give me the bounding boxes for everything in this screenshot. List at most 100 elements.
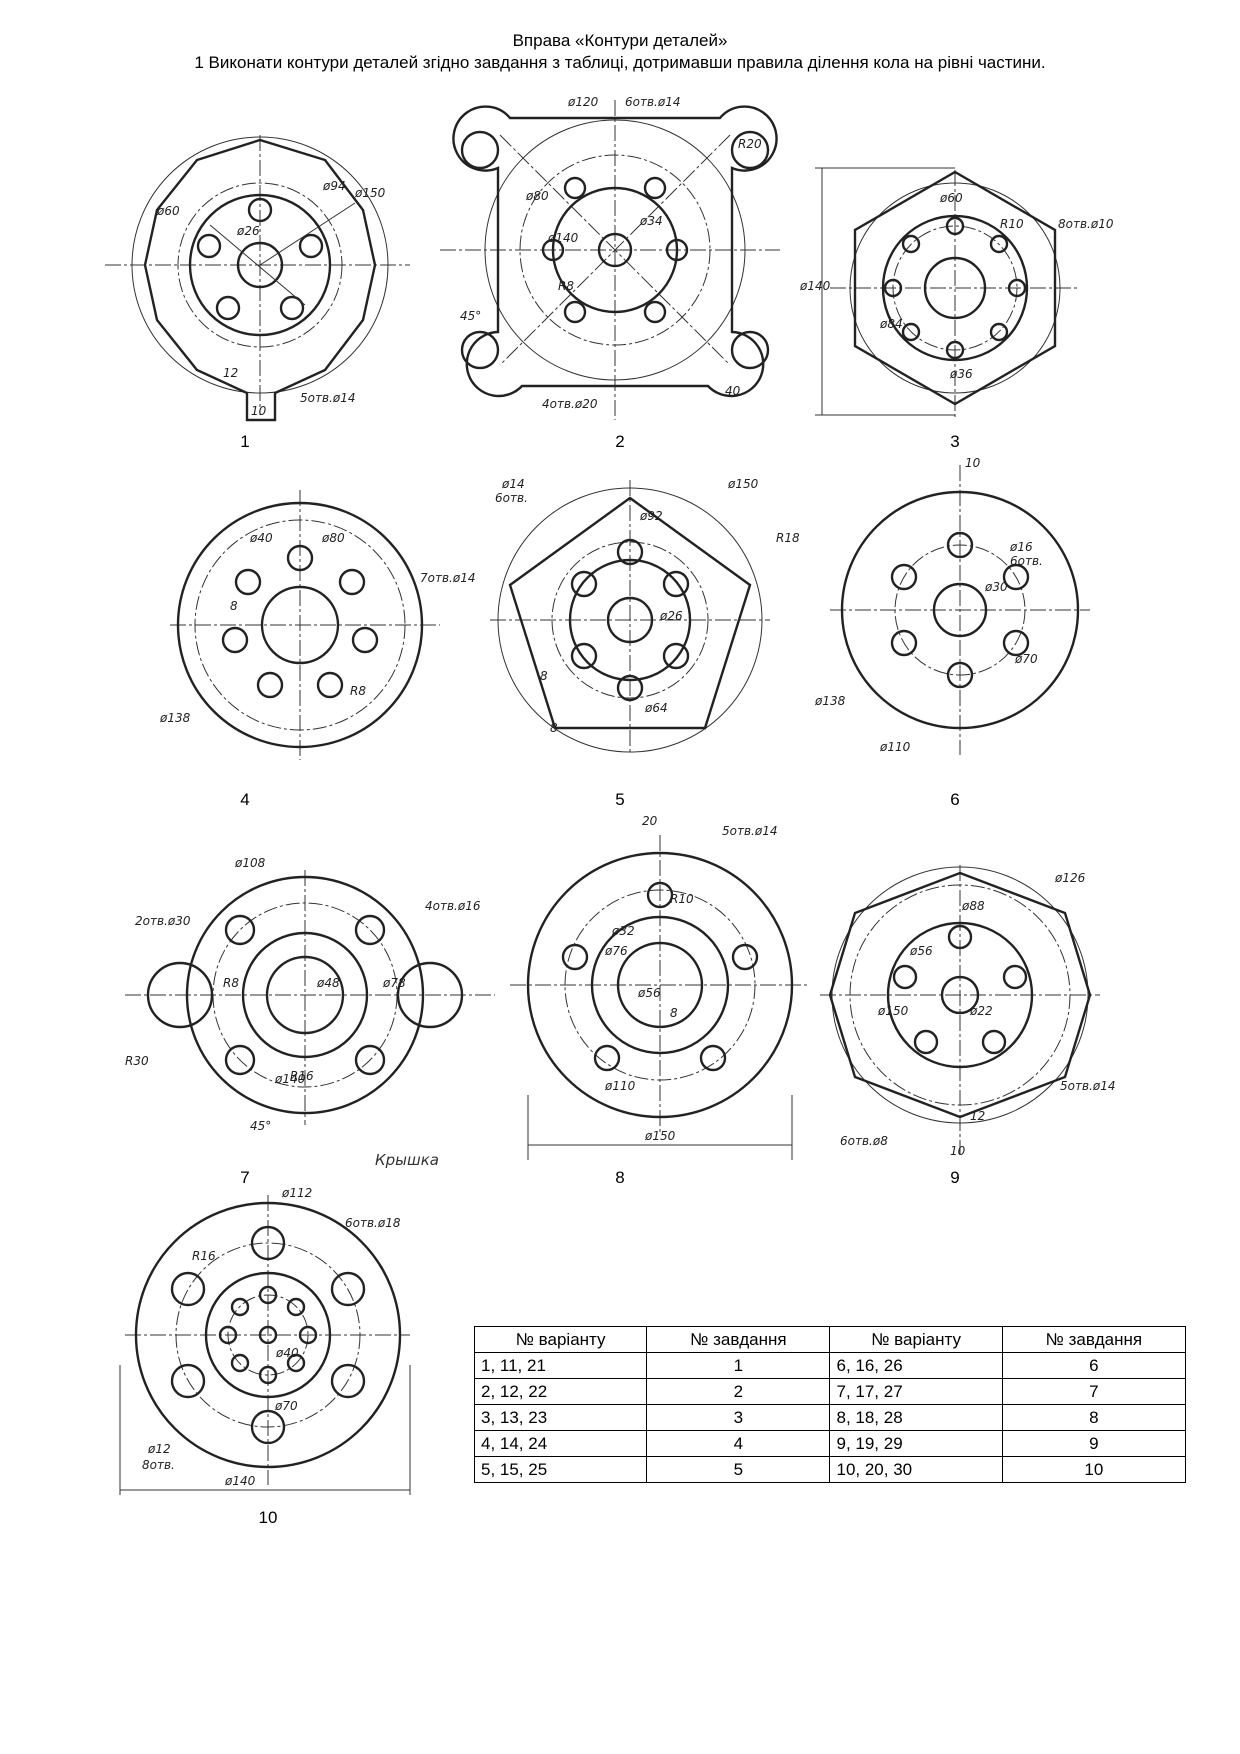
dim-label: ø12 — [147, 1442, 171, 1456]
figure-number: 7 — [240, 1168, 250, 1187]
page-title: Вправа «Контури деталей» — [512, 31, 728, 50]
dim-label: 20 — [642, 815, 658, 828]
dim-label: R10 — [1000, 217, 1024, 231]
dim-label: ø108 — [234, 856, 266, 870]
dim-label: ø56 — [637, 986, 661, 1000]
dim-label: ø88 — [961, 899, 985, 913]
table-cell: 5 — [646, 1456, 831, 1483]
dim-label: R30 — [125, 1054, 149, 1068]
table-cell: 7 — [1001, 1378, 1187, 1405]
dim-label: R20 — [738, 137, 762, 151]
drawing-7: ø108 2отв.ø30 4отв.ø16 R8 ø48 ø78 R30 ø1… — [125, 855, 495, 1175]
dim-label: 8 — [230, 599, 238, 613]
dim-label: 6отв. — [1010, 554, 1043, 568]
table-cell: 10 — [1001, 1456, 1187, 1483]
figure-number: 6 — [950, 790, 960, 809]
dim-label: 8отв. — [142, 1458, 175, 1472]
dim-label: ø26 — [236, 224, 260, 238]
dim-label: ø60 — [156, 204, 180, 218]
dim-label: ø140 — [547, 231, 579, 245]
drawing-1: ø94 ø150 ø60 ø26 12 10 5отв.ø14 — [105, 115, 425, 435]
dim-label: ø138 — [814, 694, 846, 708]
table-row: 1, 11, 21 1 6, 16, 26 6 — [473, 1352, 1187, 1379]
dim-label: ø150 — [354, 186, 386, 200]
dim-label: 8 — [550, 721, 558, 735]
dim-label: 7отв.ø14 — [420, 571, 475, 585]
dim-label: ø70 — [274, 1399, 298, 1413]
dim-label: ø112 — [281, 1186, 312, 1200]
table-row: 5, 15, 25 5 10, 20, 30 10 — [473, 1456, 1187, 1483]
table-cell: 4, 14, 24 — [473, 1430, 648, 1457]
table-header-row: № варіанту № завдання № варіанту № завда… — [473, 1326, 1187, 1353]
dim-label: ø84 — [879, 317, 903, 331]
dim-label: ø70 — [1014, 652, 1038, 666]
dim-label: ø56 — [909, 944, 933, 958]
dim-label: 6отв.ø8 — [840, 1134, 888, 1148]
dim-label: ø138 — [159, 711, 191, 725]
dim-label: 4отв.ø20 — [542, 397, 598, 411]
dim-label: ø150 — [877, 1004, 909, 1018]
dim-label: ø140 — [799, 279, 831, 293]
dim-label: ø94 — [322, 179, 346, 193]
table-cell: 9 — [1001, 1430, 1187, 1457]
dim-label: 10 — [251, 404, 267, 418]
dim-label: 10 — [950, 1144, 966, 1158]
table-cell: 2, 12, 22 — [473, 1378, 648, 1405]
dim-label: ø14 — [501, 477, 525, 491]
dim-label: 12 — [970, 1109, 985, 1123]
table-row: 2, 12, 22 2 7, 17, 27 7 — [473, 1378, 1187, 1405]
dim-label: 8 — [670, 1006, 678, 1020]
dim-label: R8 — [558, 279, 574, 293]
table-row: 4, 14, 24 4 9, 19, 29 9 — [473, 1430, 1187, 1457]
table-cell: 8 — [1001, 1404, 1187, 1431]
dim-label: ø48 — [316, 976, 340, 990]
dim-label: ø36 — [949, 367, 973, 381]
dim-label: 8отв.ø10 — [1058, 217, 1114, 231]
drawing-10: ø112 6отв.ø18 R16 ø40 ø70 ø12 8отв. ø140 — [110, 1185, 430, 1505]
table-cell: 7, 17, 27 — [829, 1378, 1003, 1405]
figure-number: 2 — [615, 432, 625, 451]
table-cell: 8, 18, 28 — [829, 1404, 1003, 1431]
figure-number: 10 — [258, 1508, 278, 1527]
dim-label: ø126 — [1054, 871, 1086, 885]
dim-label: 45° — [250, 1119, 271, 1133]
dim-label: ø110 — [879, 740, 911, 754]
dim-label: 5отв.ø14 — [1060, 1079, 1115, 1093]
figure-number: 1 — [240, 432, 250, 451]
dim-label: ø80 — [321, 531, 345, 545]
table-cell: 4 — [646, 1430, 831, 1457]
dim-label: R18 — [776, 531, 800, 545]
dim-label: 5отв.ø14 — [300, 391, 355, 405]
drawing-2: ø120 6отв.ø14 R20 ø80 ø34 ø140 R8 45° 4о… — [440, 90, 790, 430]
dim-label: 45° — [460, 309, 481, 323]
page-header: Вправа «Контури деталей» 1 Виконати конт… — [0, 30, 1240, 74]
dim-label: ø64 — [644, 701, 668, 715]
dim-label: ø40 — [249, 531, 273, 545]
table-cell: 6, 16, 26 — [829, 1352, 1003, 1379]
table-cell: 2 — [646, 1378, 831, 1405]
dim-label: R8 — [350, 684, 366, 698]
dim-label: 10 — [965, 456, 981, 470]
dim-label: ø32 — [611, 924, 635, 938]
dim-label: ø150 — [727, 477, 759, 491]
dim-label: 2отв.ø30 — [135, 914, 191, 928]
dim-label: R8 — [223, 976, 239, 990]
table-cell: 3 — [646, 1404, 831, 1431]
dim-label: ø16 — [1009, 540, 1033, 554]
column-header: № варіанту — [829, 1326, 1003, 1353]
table-cell: 5, 15, 25 — [473, 1456, 648, 1483]
figure-number: 5 — [615, 790, 625, 809]
dim-label: ø120 — [567, 95, 599, 109]
dim-label: 8 — [540, 669, 548, 683]
dim-label: 6отв.ø14 — [625, 95, 680, 109]
table-cell: 1, 11, 21 — [473, 1352, 648, 1379]
dim-label: ø92 — [639, 509, 663, 523]
dim-label: ø30 — [984, 580, 1008, 594]
table-row: 3, 13, 23 3 8, 18, 28 8 — [473, 1404, 1187, 1431]
figure-number: 4 — [240, 790, 250, 809]
dim-label: ø34 — [639, 214, 663, 228]
drawing-5: ø14 6отв. ø150 ø92 R18 ø26 8 ø64 8 — [480, 470, 810, 760]
column-header: № завдання — [1001, 1326, 1187, 1353]
table-cell: 6 — [1001, 1352, 1187, 1379]
dim-label: ø78 — [382, 976, 406, 990]
